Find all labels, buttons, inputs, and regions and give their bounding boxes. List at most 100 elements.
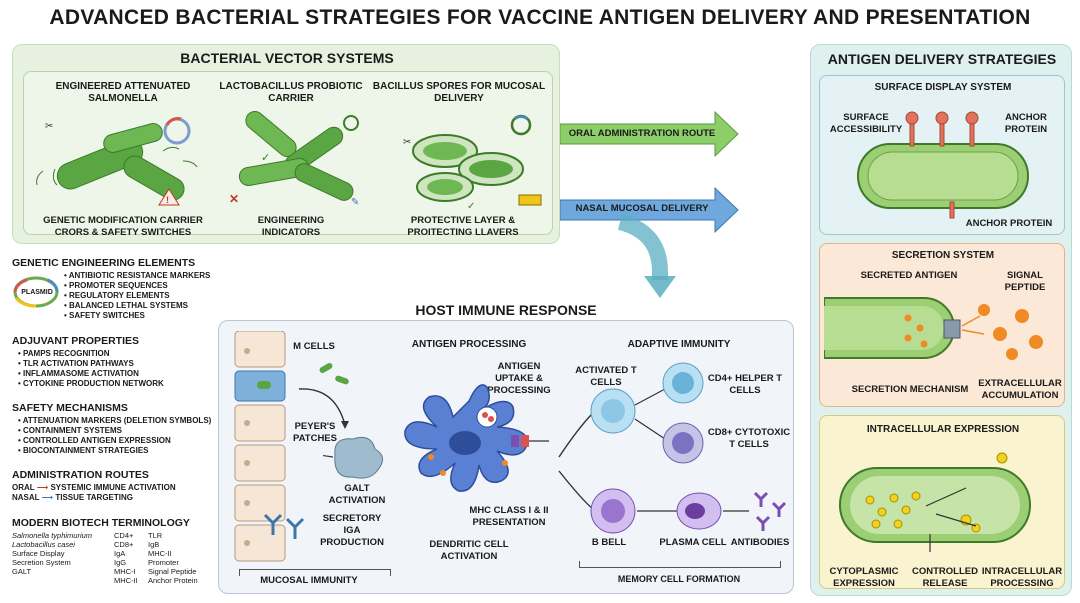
- bacillus-illustration: ✂ ✓: [403, 114, 542, 211]
- activated-t-cells-label: ACTIVATED T CELLS: [575, 365, 637, 388]
- surface-display-box: SURFACE DISPLAY SYSTEM SURFACE ACCESSIBI…: [819, 75, 1065, 235]
- secretion-illustration: [824, 297, 1043, 360]
- term: Anchor Protein: [148, 575, 198, 585]
- term: IgB: [148, 539, 160, 549]
- anchor-protein-bottom-label: ANCHOR PROTEIN: [965, 218, 1053, 229]
- salmonella-illustration: ! ✂: [36, 117, 198, 206]
- svg-text:✓: ✓: [261, 152, 270, 164]
- list-item: CONTAINMENT SYSTEMS: [18, 426, 222, 436]
- warning-icon: [158, 188, 180, 206]
- nasal-effect: TISSUE TARGETING: [55, 492, 133, 502]
- terminology-col-1: Salmonella typhimurium Lactobacillus cas…: [12, 531, 108, 585]
- terminology-section: MODERN BIOTECH TERMINOLOGY Salmonella ty…: [12, 518, 222, 585]
- lactobacillus-title: LACTOBACILLUS PROBIOTIC CARRIER: [219, 81, 363, 104]
- list-item: REGULATORY ELEMENTS: [64, 291, 222, 301]
- terminology-col-2: CD4+ CD8+ IgA IgG MHC-I MHC-II: [114, 531, 142, 585]
- nasal-route-label: NASAL MUCOSAL DELIVERY: [575, 203, 709, 214]
- nasal-route-arrow: [560, 186, 739, 234]
- term: Salmonella typhimurium: [12, 530, 93, 540]
- route-arrows: [560, 110, 739, 298]
- admin-routes-section: ADMINISTRATION ROUTES ORAL ⟶ SYSTEMIC IM…: [12, 470, 222, 503]
- secreted-antigen-label: SECRETED ANTIGEN: [860, 270, 958, 281]
- antigen-uptake-label: ANTIGEN UPTAKE & PROCESSING: [487, 361, 551, 396]
- secretory-iga-label: SECRETORY IgA PRODUCTION: [320, 513, 384, 548]
- vector-systems-panel: BACTERIAL VECTOR SYSTEMS ENGINEERED ATTE…: [12, 44, 560, 244]
- intracellular-title: INTRACELLULAR EXPRESSION: [866, 424, 1020, 435]
- terminology-col-3: TLR IgB MHC-II Promoter Signal Peptide A…: [148, 531, 218, 585]
- cd4-label: CD4+ HELPER T CELLS: [707, 373, 783, 396]
- term: TLR: [148, 530, 163, 540]
- svg-text:✂: ✂: [403, 137, 411, 148]
- term: IgA: [114, 548, 126, 558]
- extracellular-accumulation-label: EXTRACELLULAR ACCUMULATION: [978, 378, 1062, 401]
- iga-antibody-icon: [263, 513, 305, 539]
- list-item: PROMOTER SEQUENCES: [64, 281, 222, 291]
- m-cell-bacteria: [298, 363, 349, 429]
- term: Lactobacillus casei: [12, 539, 75, 549]
- term: Signal Peptide: [148, 566, 197, 576]
- memory-bracket: [579, 561, 781, 568]
- intracellular-box: INTRACELLULAR EXPRESSION CYTOPLASMIC EXP…: [819, 415, 1065, 589]
- arrow-right-icon: ⟶: [36, 482, 51, 492]
- antibodies-label: ANTIBODIES: [730, 537, 790, 548]
- lactobacillus-illustration: ✕ ✎ ✓: [229, 111, 359, 208]
- page-title: ADVANCED BACTERIAL STRATEGIES FOR VACCIN…: [49, 6, 1031, 29]
- svg-text:✓: ✓: [467, 201, 475, 211]
- salmonella-title: ENGINEERED ATTENUATED SALMONELLA: [55, 81, 191, 104]
- surface-display-title: SURFACE DISPLAY SYSTEM: [874, 82, 1012, 93]
- mhc-presentation-label: MHC CLASS I & II PRESENTATION: [469, 505, 549, 528]
- controlled-release-label: CONTROLLED RELEASE: [912, 566, 978, 589]
- list-item: ATTENUATION MARKERS (DELETION SYMBOLS): [18, 416, 222, 426]
- dendritic-cell-illustration: [404, 384, 549, 492]
- cytoplasmic-expression-label: CYTOPLASMIC EXPRESSION: [829, 566, 899, 589]
- b-cell-label: B BELL: [591, 537, 627, 548]
- list-item: TLR ACTIVATION PATHWAYS: [18, 359, 222, 369]
- surface-accessibility-label: SURFACE ACCESSIBILITY: [829, 112, 903, 135]
- oral-effect: SYSTEMIC IMMUNE ACTIVATION: [50, 482, 176, 492]
- oral-route-arrow: [560, 110, 739, 158]
- adaptive-immunity-header: ADAPTIVE IMMUNITY: [627, 339, 731, 350]
- memory-cell-label: MEMORY CELL FORMATION: [617, 574, 741, 584]
- list-item: INFLAMMASOME ACTIVATION: [18, 369, 222, 379]
- plasma-cell-label: PLASMA CELL: [659, 537, 727, 548]
- surface-display-illustration: [857, 111, 1029, 219]
- salmonella-cell-3: [103, 123, 163, 153]
- mucosal-immunity-label: MUCOSAL IMMUNITY: [260, 575, 358, 586]
- list-item: PAMPs RECOGNITION: [18, 349, 222, 359]
- term: Surface Display: [12, 548, 65, 558]
- galt-activation-label: GALT ACTIVATION: [328, 483, 386, 506]
- svg-text:✎: ✎: [351, 197, 359, 208]
- adjuvant-header: ADJUVANT PROPERTIES: [12, 335, 139, 347]
- m-cells-label: M CELLS: [293, 341, 335, 352]
- safety-header: SAFETY MECHANISMS: [12, 402, 128, 414]
- term: Secretion System: [12, 557, 71, 567]
- adaptive-illustration: [558, 362, 787, 534]
- list-item: ANTIBIOTIC RESISTANCE MARKERS: [64, 271, 222, 281]
- term: Promoter: [148, 557, 179, 567]
- delivery-header: ANTIGEN DELIVERY STRATEGIES: [827, 51, 1057, 67]
- intracellular-processing-label: INTRACELLULAR PROCESSING: [981, 566, 1063, 589]
- secretion-title: SECRETION SYSTEM: [891, 250, 995, 261]
- term: MHC-II: [148, 548, 172, 558]
- term: CD8+: [114, 539, 134, 549]
- arrow-right-icon: ⟶: [41, 492, 56, 502]
- svg-text:!: !: [166, 195, 169, 205]
- peyers-patches-label: PEYER'S PATCHES: [293, 421, 337, 444]
- salmonella-cell-1: [56, 138, 144, 190]
- plasmid-label: PLASMID: [21, 289, 53, 296]
- intracellular-illustration: [839, 452, 1031, 552]
- vector-systems-header: BACTERIAL VECTOR SYSTEMS: [180, 50, 394, 66]
- epithelium-illustration: [234, 331, 286, 562]
- salmonella-caption: GENETIC MODIFICATION CARRIER CRORS & SAF…: [43, 215, 203, 238]
- term: CD4+: [114, 530, 134, 540]
- genetic-list: ANTIBIOTIC RESISTANCE MARKERS PROMOTER S…: [58, 271, 222, 321]
- oral-label: ORAL: [12, 482, 35, 492]
- host-immune-header: HOST IMMUNE RESPONSE: [415, 302, 597, 318]
- term: IgG: [114, 557, 127, 567]
- host-immune-panel: M CELLS PEYER'S PATCHES GALT ACTIVATION …: [218, 320, 794, 594]
- list-item: CONTROLLED ANTIGEN EXPRESSION: [18, 436, 222, 446]
- adjuvant-section: ADJUVANT PROPERTIES PAMPs RECOGNITION TL…: [12, 336, 222, 389]
- mucosal-bracket: [239, 569, 391, 576]
- bacillus-caption: PROTECTIVE LAYER & PROITECTING LLAVERS: [407, 215, 519, 238]
- admin-routes-header: ADMINISTRATION ROUTES: [12, 469, 149, 481]
